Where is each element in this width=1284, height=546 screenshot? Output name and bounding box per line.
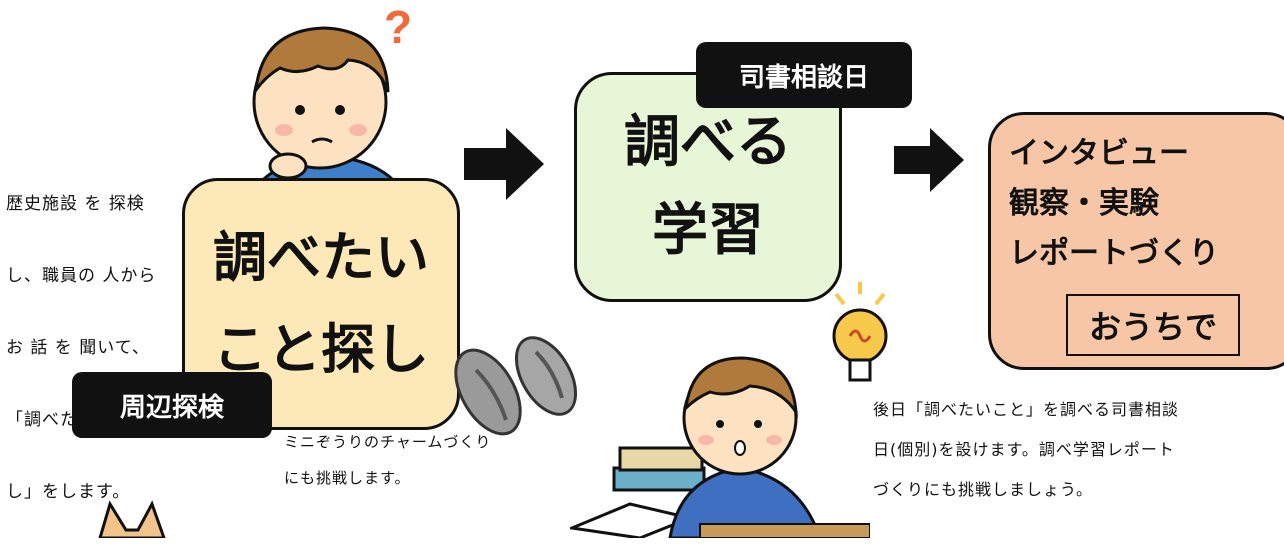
cat-ears-illustration <box>98 500 166 538</box>
caption-line: づくりにも挑戦しましょう。 <box>873 480 1094 499</box>
left-description-line: し」をします。 <box>6 482 131 502</box>
step-title-line: こと探し <box>213 318 429 381</box>
right-arrow-icon <box>464 128 544 200</box>
right-arrow-icon <box>894 128 964 192</box>
at-home-tag: おうちで <box>1066 294 1240 356</box>
left-description-line: 歴史施設 を 探検 <box>6 194 145 214</box>
caption-line: 後日「調べたいこと」を調べる司書相談 <box>873 400 1180 419</box>
caption-line: 日(個別)を設けます。調べ学習レポート <box>873 440 1175 459</box>
step-box-research-study: 調べる 学習 <box>574 72 842 302</box>
step-title-line: レポートづくり <box>1009 236 1219 271</box>
label-librarian-consultation-day: 司書相談日 <box>696 42 912 108</box>
caption-sandal-charm: ミニぞうりのチャームづくり にも挑戦します。 <box>284 424 584 496</box>
step-title-line: 調べる <box>624 110 792 175</box>
question-mark-icon: ? <box>384 1 413 53</box>
step-title-line: 学習 <box>652 198 764 263</box>
caption-line: にも挑戦します。 <box>284 469 411 487</box>
step-title-line: 調べたい <box>213 226 429 289</box>
sandals-illustration <box>454 336 578 436</box>
label-field-trip: 周辺探検 <box>72 372 272 438</box>
left-description-line: お 話 を 聞いて、 <box>6 338 150 358</box>
left-description: 歴史施設 を 探検 し、職員の 人から お 話 を 聞いて、 「調べたいこと探 … <box>6 150 196 546</box>
studying-child-illustration <box>570 356 870 538</box>
step-title-line: インタビュー <box>1009 136 1189 171</box>
lightbulb-icon <box>832 282 888 382</box>
step-box-research-topic: 調べたい こと探し <box>182 178 460 430</box>
step-title-line: 観察・実験 <box>1009 186 1159 221</box>
caption-librarian-day: 後日「調べたいこと」を調べる司書相談 日(個別)を設けます。調べ学習レポート づ… <box>873 390 1284 510</box>
caption-line: ミニぞうりのチャームづくり <box>284 433 492 451</box>
left-description-line: し、職員の 人から <box>6 266 157 286</box>
